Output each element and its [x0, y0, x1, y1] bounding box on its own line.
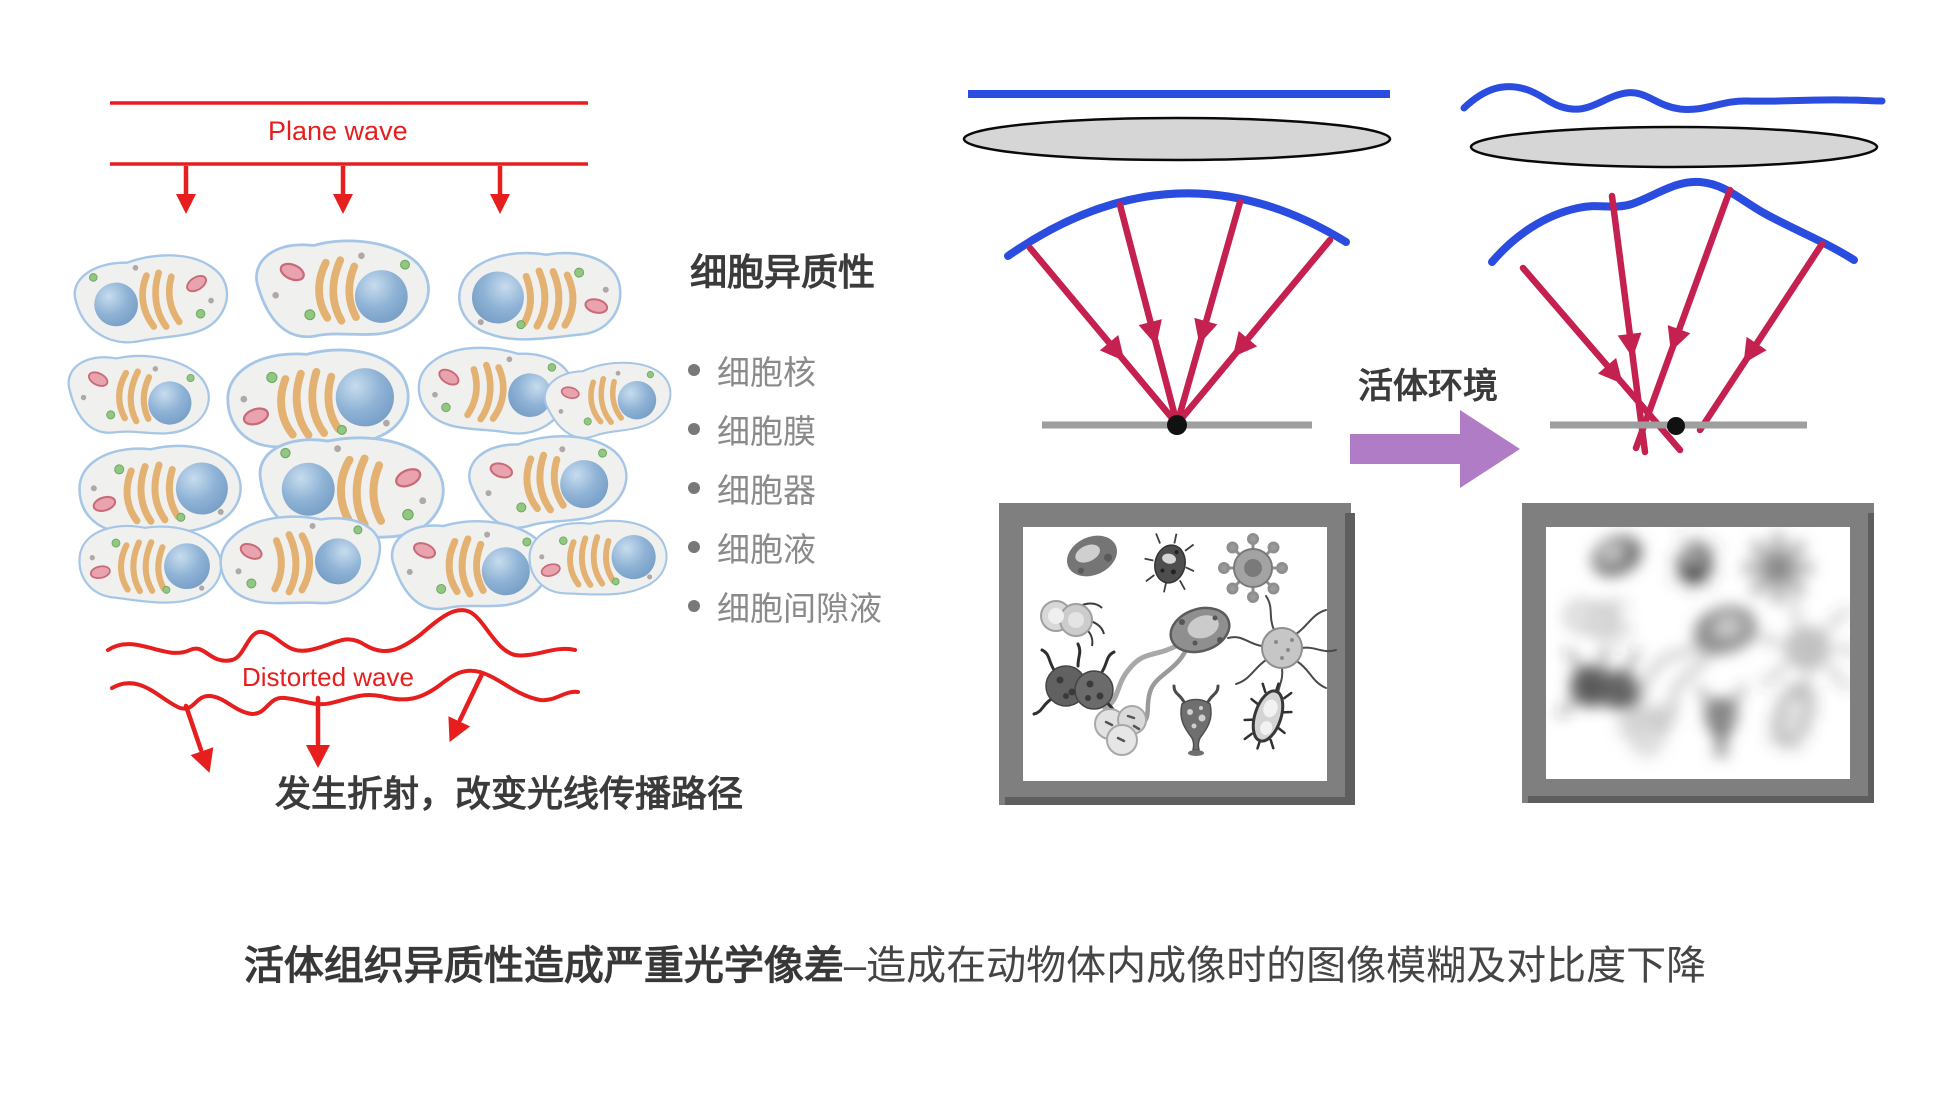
list-item-label: 细胞液 [717, 531, 816, 568]
focal-point-icon [1167, 415, 1187, 435]
list-item-label: 细胞间隙液 [717, 590, 882, 627]
list-item-label: 细胞核 [717, 354, 816, 391]
down-arrow-icon [306, 695, 330, 768]
lens-icon [962, 116, 1392, 162]
lens-icon [1469, 125, 1879, 169]
curved-wavefront-icon [1004, 189, 1350, 260]
live-environment-label: 活体环境 [1358, 367, 1499, 406]
focused-rays-icon [1026, 198, 1334, 428]
distorted-curved-wavefront-icon [1488, 177, 1858, 266]
bullet-icon [688, 482, 700, 494]
distorted-wave-label: Distorted wave [242, 662, 414, 692]
list-item: 细胞间隙液 [688, 586, 882, 627]
cell-heterogeneity-title: 细胞异质性 [690, 252, 875, 293]
cell-heterogeneity-list: 细胞核 细胞膜 细胞器 细胞液 细胞间隙液 [688, 350, 882, 645]
bullet-icon [688, 364, 700, 376]
ideal-focus-diagram [962, 90, 1392, 435]
list-item: 细胞器 [688, 468, 882, 509]
down-arrow-icon [490, 166, 510, 214]
refraction-caption: 发生折射，改变光线传播路径 [275, 773, 744, 814]
bullet-icon [688, 541, 700, 553]
aberrated-focus-diagram [1460, 83, 1886, 456]
bottom-caption: 活体组织异质性造成严重光学像差–造成在动物体内成像时的图像模糊及对比度下降 [0, 933, 1950, 991]
down-arrow-icon [448, 671, 485, 743]
down-arrow-icon [176, 166, 196, 214]
list-item: 细胞膜 [688, 409, 882, 450]
focal-point-icon [1667, 417, 1685, 435]
plane-wave-diagram [110, 101, 588, 214]
distorted-wave-diagram [106, 608, 580, 773]
bullet-icon [688, 423, 700, 435]
list-item: 细胞核 [688, 350, 882, 391]
aberrated-rays-icon [1519, 186, 1826, 456]
right-arrow-icon [1350, 410, 1520, 488]
distorted-wavefront-top [106, 608, 577, 663]
list-item-label: 细胞膜 [717, 413, 816, 450]
distorted-flat-wavefront-icon [1460, 83, 1886, 113]
distorted-wavefront-bottom [110, 668, 580, 717]
down-arrow-icon [183, 703, 214, 773]
down-arrow-icon [333, 166, 353, 214]
plane-wave-label: Plane wave [268, 116, 408, 146]
bottom-caption-regular: –造成在动物体内成像时的图像模糊及对比度下降 [843, 944, 1707, 988]
bottom-caption-bold: 活体组织异质性造成严重光学像差 [243, 944, 844, 988]
bullet-icon [688, 600, 700, 612]
list-item-label: 细胞器 [717, 472, 816, 509]
cell-cluster-illustration [64, 236, 674, 613]
list-item: 细胞液 [688, 527, 882, 568]
